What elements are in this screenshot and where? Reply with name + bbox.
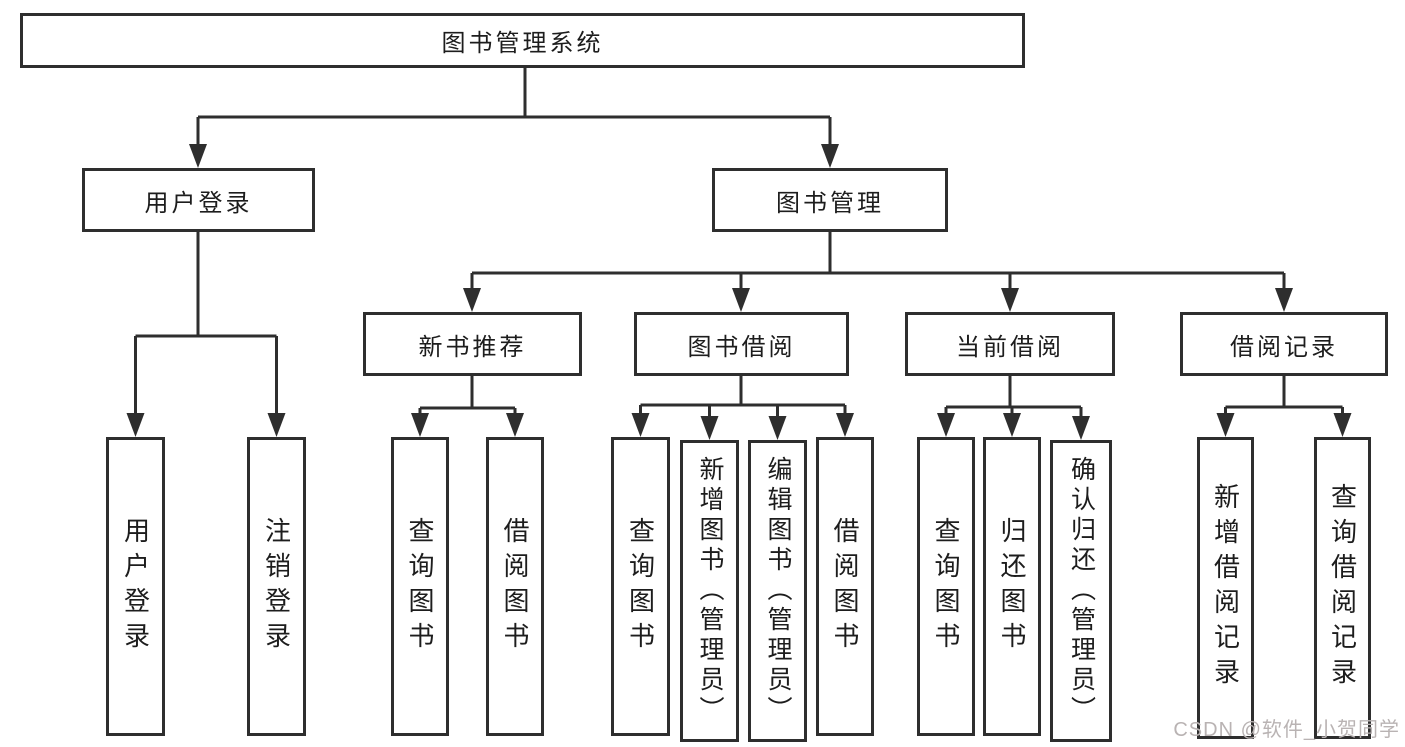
connector-book-borrow-children [639, 376, 847, 420]
arrowhead [463, 288, 481, 312]
connector-user-login-children [134, 232, 278, 417]
leaf-return-book-label: 归还图书 [997, 516, 1027, 657]
node-current-borrow: 当前借阅 [905, 312, 1115, 376]
connector-new-book-children [418, 376, 517, 417]
leaf-borrow-books-2: 借阅图书 [816, 437, 874, 736]
leaf-query-books-1: 查询图书 [391, 437, 449, 736]
arrowhead [821, 144, 839, 168]
leaf-edit-book-admin: 编辑图书（管理员） [748, 440, 807, 742]
leaf-query-books-3-label: 查询图书 [931, 516, 961, 657]
leaf-add-borrow-record: 新增借阅记录 [1197, 437, 1254, 739]
arrowhead [1216, 413, 1235, 437]
arrowhead [506, 413, 524, 437]
watermark-text: CSDN @软件_小贺同学 [1173, 719, 1400, 741]
arrowhead [126, 413, 145, 437]
arrowhead [411, 413, 429, 437]
leaf-logout: 注销登录 [247, 437, 306, 736]
leaf-logout-label: 注销登录 [261, 516, 292, 657]
node-book-borrow-label: 图书借阅 [687, 333, 796, 361]
node-root: 图书管理系统 [20, 13, 1025, 68]
arrowhead [700, 416, 719, 440]
leaf-query-books-2: 查询图书 [611, 437, 670, 736]
arrowhead [768, 416, 787, 440]
arrowhead [189, 144, 207, 168]
leaf-add-borrow-record-label: 新增借阅记录 [1210, 483, 1241, 693]
leaf-borrow-books-1-label: 借阅图书 [500, 516, 530, 657]
leaf-edit-book-admin-label: 编辑图书（管理员） [764, 456, 792, 726]
node-current-borrow-label: 当前借阅 [956, 333, 1064, 361]
leaf-borrow-books-2-label: 借阅图书 [830, 516, 860, 657]
connector-root-level2 [196, 68, 832, 148]
node-user-login-label: 用户登录 [144, 189, 253, 217]
connector-borrow-records-children [1224, 376, 1344, 417]
node-root-label: 图书管理系统 [441, 30, 604, 57]
arrowhead [836, 413, 854, 437]
leaf-query-borrow-record-label: 查询借阅记录 [1327, 483, 1358, 693]
arrowheads [126, 144, 1352, 440]
leaf-add-book-admin-label: 新增图书（管理员） [696, 456, 724, 726]
leaf-query-borrow-record: 查询借阅记录 [1314, 437, 1371, 739]
leaf-confirm-return-admin: 确认归还（管理员） [1050, 440, 1112, 742]
node-borrow-records: 借阅记录 [1180, 312, 1388, 376]
node-borrow-records-label: 借阅记录 [1230, 333, 1338, 361]
leaf-user-login: 用户登录 [106, 437, 165, 736]
leaf-return-book: 归还图书 [983, 437, 1041, 736]
arrowhead [1333, 413, 1352, 437]
leaf-query-books-3: 查询图书 [917, 437, 975, 736]
leaf-confirm-return-admin-label: 确认归还（管理员） [1067, 456, 1096, 726]
node-new-book-recommend-label: 新书推荐 [418, 333, 527, 361]
arrowhead [631, 413, 650, 437]
arrowhead [267, 413, 286, 437]
node-book-borrow: 图书借阅 [634, 312, 849, 376]
connector-book-management-level3 [470, 232, 1286, 292]
arrowhead [937, 413, 955, 437]
arrowhead [1275, 288, 1293, 312]
node-book-management-label: 图书管理 [776, 189, 884, 217]
leaf-add-book-admin: 新增图书（管理员） [680, 440, 739, 742]
node-new-book-recommend: 新书推荐 [363, 312, 582, 376]
leaf-user-login-label: 用户登录 [120, 516, 151, 657]
node-book-management: 图书管理 [712, 168, 948, 232]
arrowhead [1003, 413, 1021, 437]
arrowhead [1001, 288, 1019, 312]
node-user-login: 用户登录 [82, 168, 315, 232]
leaf-borrow-books-1: 借阅图书 [486, 437, 544, 736]
leaf-query-books-2-label: 查询图书 [625, 516, 656, 657]
arrowhead [732, 288, 750, 312]
leaf-query-books-1-label: 查询图书 [405, 516, 435, 657]
arrowhead [1072, 416, 1090, 440]
